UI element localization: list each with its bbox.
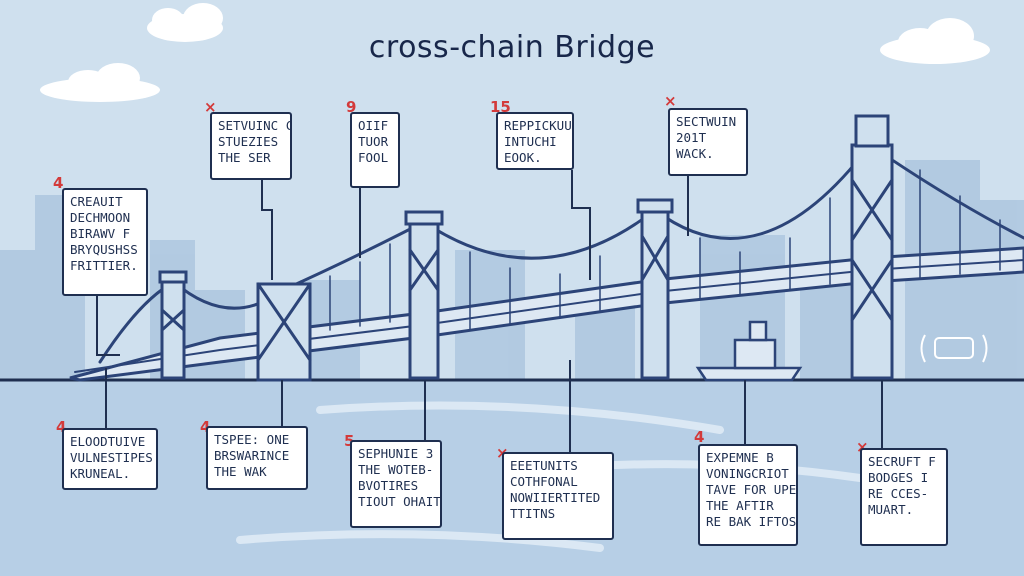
note-marker: 4 [56, 418, 67, 436]
tower [636, 198, 674, 380]
water-wave [236, 530, 604, 552]
tower [256, 282, 312, 382]
note-card: SECTWUIN 201T WACK. [668, 108, 748, 176]
connector [571, 170, 591, 280]
suspender-cables [329, 169, 1001, 331]
note-card: EEETUNITS COTHFONAL NOWIIERTITED TTITNS [502, 452, 614, 540]
note-card: SECRUFT F BODGES I RE CCES- MUART. [860, 448, 948, 546]
boat [695, 320, 803, 382]
bridge [69, 114, 1024, 382]
note-marker: × [664, 92, 677, 110]
tower [850, 114, 894, 380]
note-marker: 4 [200, 420, 210, 435]
diagram-title: cross-chain Bridge [368, 30, 656, 65]
bridge-rail [74, 259, 1024, 373]
note-card: TSPEE: ONE BRSWARINCE THE WAK [206, 426, 308, 490]
water-wave [316, 401, 724, 434]
drone-icon [920, 334, 988, 363]
note-card: OIIF TUOR FOOL [350, 112, 400, 188]
note-marker: × [204, 98, 217, 116]
tower [158, 270, 188, 380]
note-card: SETVUINC C STUEZIES THE SER [210, 112, 292, 180]
note-marker: 5 [344, 434, 354, 449]
tower [404, 210, 444, 380]
connector-lines [96, 170, 883, 452]
cloud [147, 3, 223, 42]
note-marker: 4 [53, 174, 64, 192]
connector [96, 296, 120, 356]
connector [261, 180, 273, 280]
note-card: SEPHUNIE 3 THE WOTEB- BVOTIRES TIOUT OHA… [350, 440, 442, 528]
note-card: EXPEMNE B VONINGCRIOT TAVE FOR UPE THE A… [698, 444, 798, 546]
note-card: REPPICKUU INTUCHI EOOK. [496, 112, 574, 170]
cloud [40, 63, 160, 102]
note-marker: 9 [346, 98, 357, 116]
note-marker: 4 [694, 428, 705, 446]
note-card: CREAUIT DECHMOON BIRAWV F BRYQUSHSS FRIT… [62, 188, 148, 296]
cloud [880, 18, 990, 64]
note-marker: 15 [490, 98, 511, 116]
note-card: ELOODTUIVE VULNESTIPES KRUNEAL. [62, 428, 158, 490]
clouds [40, 3, 990, 102]
